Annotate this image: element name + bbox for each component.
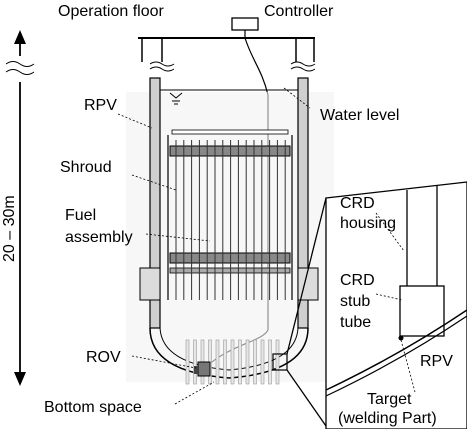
operation-floor xyxy=(138,37,316,72)
crd-stub-tube xyxy=(268,339,272,385)
label-rpv: RPV xyxy=(84,97,117,114)
crd-stub-tube xyxy=(260,339,265,385)
label-crd-stub-line3: tube xyxy=(340,314,371,331)
crd-stub-tube xyxy=(245,339,250,385)
crd-stub-tube xyxy=(275,339,280,385)
crd-stub-tube xyxy=(215,339,220,385)
label-shroud: Shroud xyxy=(60,159,112,176)
label-fuel-line1: Fuel xyxy=(65,207,96,224)
label-target-line2: (welding Part) xyxy=(338,410,437,427)
crd-stub-tube xyxy=(238,339,242,385)
label-rov: ROV xyxy=(86,349,121,366)
crd-stub-tube xyxy=(223,339,227,385)
label-crd-stub-line1: CRD xyxy=(340,272,375,289)
label-controller: Controller xyxy=(264,3,334,20)
fuel-assembly-rods xyxy=(175,140,286,300)
label-crd-housing-line2: housing xyxy=(340,215,396,232)
label-crd-housing-line1: CRD xyxy=(340,195,375,212)
shroud xyxy=(167,129,293,300)
inset-zoom xyxy=(272,181,467,429)
rov xyxy=(194,361,211,377)
crd-stub-tube xyxy=(253,339,257,385)
rpv-vessel xyxy=(126,77,334,382)
label-height: 20 – 30m xyxy=(1,195,18,262)
crd-stub-tube xyxy=(230,339,235,385)
label-rpv-inset: RPV xyxy=(420,353,453,370)
label-fuel-line2: assembly xyxy=(65,229,133,246)
leader-lines xyxy=(117,87,416,405)
crd-stub-tube xyxy=(185,339,190,385)
label-target-line1: Target xyxy=(367,391,412,408)
label-bottom-space: Bottom space xyxy=(44,399,142,416)
height-dimension xyxy=(5,30,35,386)
crd-stub-tube xyxy=(193,339,197,385)
label-crd-stub-line2: stub xyxy=(340,293,370,310)
label-water-level: Water level xyxy=(320,107,399,124)
label-operation-floor: Operation floor xyxy=(58,3,165,20)
